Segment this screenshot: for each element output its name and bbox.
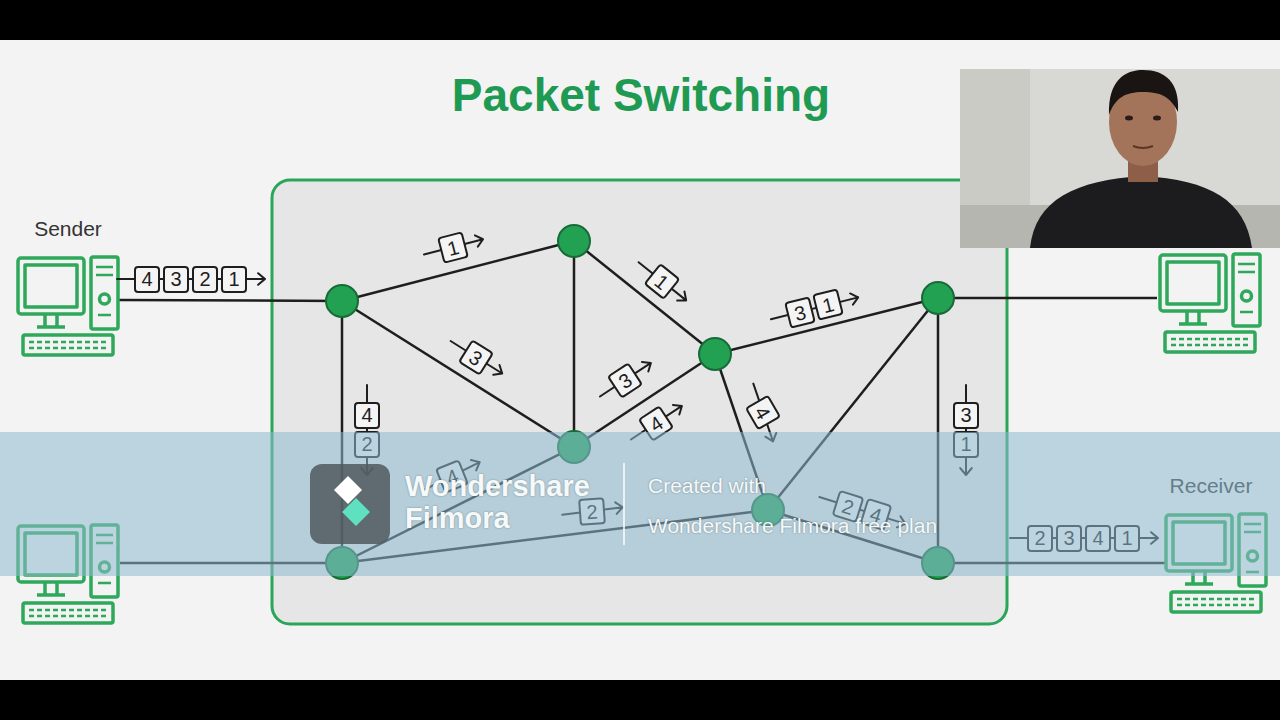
packet-box: 1 [643, 262, 680, 299]
packet-number: 4 [752, 402, 775, 422]
packet-number: 4 [646, 412, 666, 435]
slide-background [0, 40, 1280, 680]
packet-box: 1 [221, 266, 247, 293]
packet-box: 4 [745, 394, 781, 430]
slide-title: Packet Switching [0, 68, 1280, 122]
webcam-overlay [960, 69, 1280, 248]
packet-box: 3 [163, 266, 189, 293]
packet-number: 4 [361, 405, 372, 425]
packet-box: 1 [812, 289, 844, 322]
watermark-text: Wondershare Filmora [405, 470, 635, 534]
packet-box: 4 [354, 402, 380, 429]
packet-number: 3 [960, 405, 971, 425]
packet-box: 1 [437, 231, 469, 264]
packet-number: 1 [445, 236, 461, 258]
computer-label: Sender [34, 217, 102, 240]
packet-number: 3 [615, 369, 635, 392]
packet-box: 4 [134, 266, 160, 293]
packet-number: 2 [199, 269, 210, 289]
watermark-band [0, 432, 1280, 576]
packet-number: 3 [792, 301, 808, 323]
packet-box: 2 [192, 266, 218, 293]
packet-box: 3 [784, 296, 816, 329]
packet-number: 4 [141, 269, 152, 289]
packet-number: 1 [651, 270, 672, 293]
watermark-text: Wondershare Filmora free plan [648, 514, 988, 538]
computer-node: Sender [8, 217, 128, 359]
watermark-text: Created with [648, 474, 948, 498]
packet-box: 3 [607, 362, 644, 399]
packet-number: 1 [820, 294, 836, 316]
packet-arrow [639, 262, 687, 300]
packet-number: 3 [466, 346, 486, 369]
packet-box: 3 [953, 402, 979, 429]
packet-box: 3 [458, 339, 494, 376]
packet-number: 1 [228, 269, 239, 289]
packet-number: 3 [170, 269, 181, 289]
